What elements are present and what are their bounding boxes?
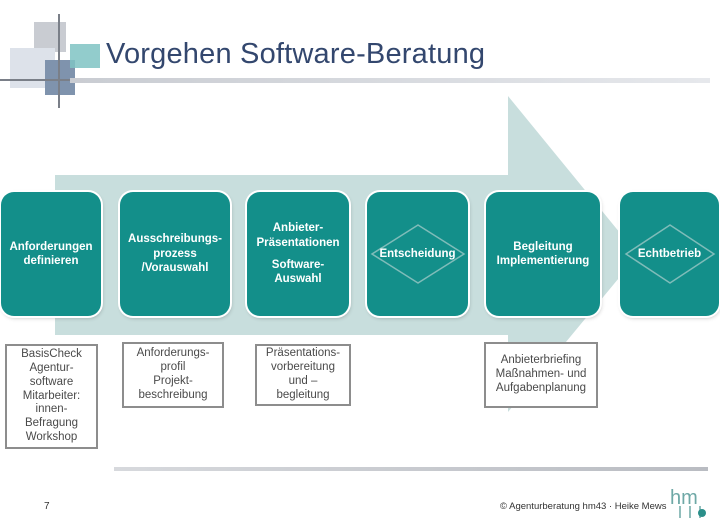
note-anforderungsprofil: Anforderungs- profil Projekt- beschreibu… (122, 342, 224, 408)
note-3-line-4: begleitung (276, 388, 330, 401)
stage-6-label: Echtbetrieb (637, 247, 702, 260)
title-underline (70, 78, 710, 83)
stage-anbieter-praesentationen: Anbieter- Präsentationen Software- Auswa… (247, 192, 349, 316)
stage-5-line-1: Begleitung (513, 240, 573, 253)
page-title: Vorgehen Software-Beratung (106, 38, 486, 70)
stage-4-label: Entscheidung (379, 247, 456, 260)
note-1-line-7: Workshop (25, 430, 78, 443)
note-anbieterbriefing: Anbieterbriefing Maßnahmen- und Aufgaben… (484, 342, 598, 408)
stage-echtbetrieb: Echtbetrieb (620, 192, 719, 316)
stage-2-line-3: /Vorauswahl (141, 262, 209, 275)
note-praesentationsvorbereitung: Präsentations- vorbereitung und – beglei… (255, 344, 351, 406)
note-2-line-4: beschreibung (138, 388, 208, 401)
stage-1-line-1: Anforderungen (9, 240, 93, 253)
note-2-line-1: Anforderungs- (136, 347, 210, 360)
note-4-line-2: Maßnahmen- und (495, 368, 587, 381)
note-2-line-2: profil (160, 361, 186, 374)
stage-entscheidung: Entscheidung (367, 192, 468, 316)
stage-2-line-2: prozess (153, 247, 197, 260)
note-3-line-2: vorbereitung (271, 361, 335, 374)
hm43-logo-icon: hm (670, 487, 706, 518)
stage-anforderungen-definieren: Anforderungen definieren (1, 192, 101, 316)
brand-text: hm (670, 487, 698, 509)
note-2-line-3: Projekt- (153, 375, 193, 387)
stage-3-line-2: Präsentationen (256, 236, 340, 249)
stage-ausschreibungsprozess: Ausschreibungs- prozess /Vorauswahl (120, 192, 230, 316)
stage-3-line-1: Anbieter- (272, 222, 324, 235)
note-3-line-1: Präsentations- (265, 347, 341, 360)
note-1-line-2: Agentur- (29, 362, 74, 374)
stage-2-line-1: Ausschreibungs- (128, 233, 222, 246)
square-teal (70, 44, 100, 68)
note-3-line-3: und – (288, 375, 318, 387)
page-number: 7 (44, 501, 50, 512)
copyright-text: © Agenturberatung hm43 · Heike Mews (500, 501, 667, 512)
stage-3-line-3: Software- (271, 259, 325, 271)
note-1-line-6: Befragung (24, 417, 79, 430)
footer-rule (114, 467, 708, 471)
note-1-line-1: BasisCheck (21, 348, 82, 361)
note-1-line-4: Mitarbeiter: (22, 389, 81, 402)
decision-diamond-icon (370, 224, 465, 284)
note-1-line-3: software (29, 375, 74, 388)
stage-3-line-4: Auswahl (274, 273, 322, 286)
note-4-line-1: Anbieterbriefing (500, 354, 582, 367)
stage-5-line-2: Implementierung (496, 255, 590, 267)
note-1-line-5: innen- (35, 403, 68, 416)
stage-1-line-2: definieren (23, 255, 79, 267)
note-4-line-3: Aufgabenplanung (495, 381, 587, 394)
stage-begleitung-implementierung: Begleitung Implementierung (486, 192, 600, 316)
decision-diamond-icon (624, 224, 715, 284)
square-light-gray (34, 22, 66, 52)
note-basischeck: BasisCheck Agentur- software Mitarbeiter… (5, 344, 98, 449)
